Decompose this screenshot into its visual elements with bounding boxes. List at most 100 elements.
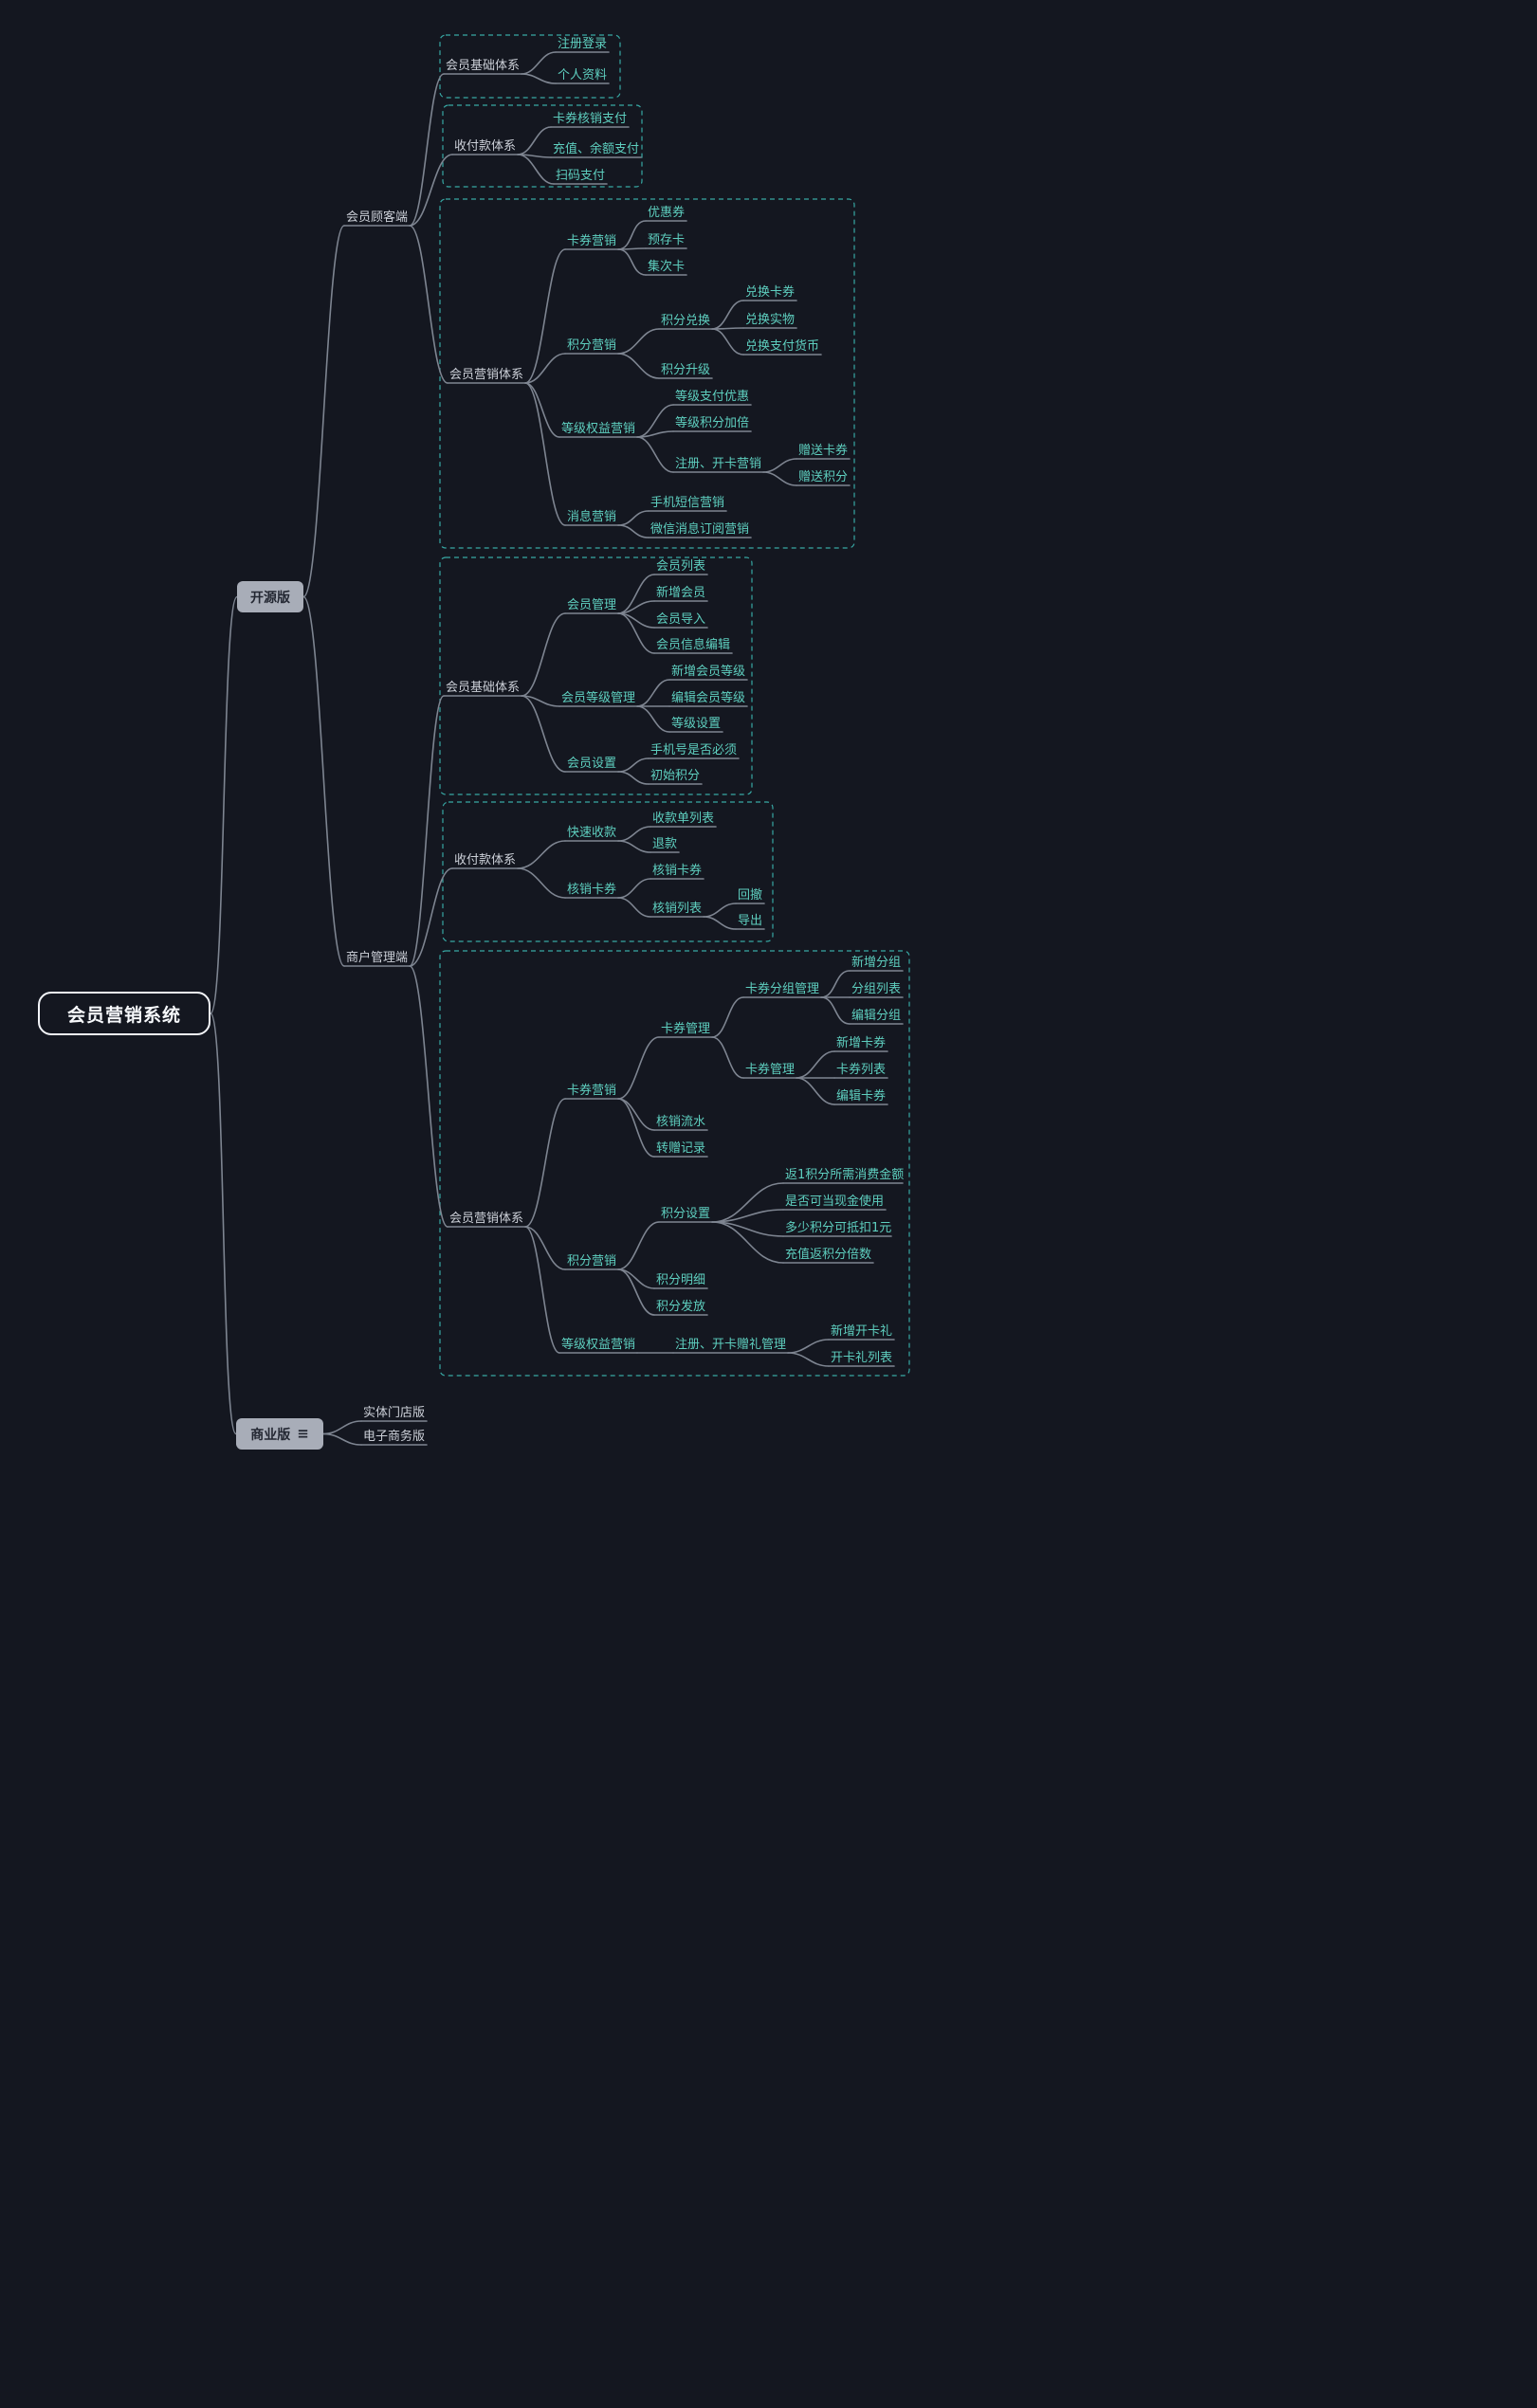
node-biz[interactable]: 商业版 ≡: [236, 1418, 323, 1450]
node-f3a1[interactable]: 新增开卡礼: [831, 1323, 892, 1341]
node-dLabel[interactable]: 会员基础体系: [446, 680, 520, 697]
node-b3[interactable]: 扫码支付: [556, 168, 605, 185]
node-f1a1c[interactable]: 编辑分组: [851, 1008, 901, 1025]
node-f1a2a[interactable]: 新增卡券: [836, 1035, 886, 1052]
node-c1c[interactable]: 集次卡: [648, 259, 685, 276]
node-f1b[interactable]: 核销流水: [656, 1114, 705, 1131]
node-f2b[interactable]: 积分明细: [656, 1272, 705, 1289]
node-c2a3[interactable]: 兑换支付货币: [745, 338, 819, 356]
node-aLabel[interactable]: 会员基础体系: [446, 58, 520, 75]
node-c3b[interactable]: 等级积分加倍: [675, 415, 749, 432]
node-b2[interactable]: 充值、余额支付: [553, 141, 639, 158]
node-d1b[interactable]: 新增会员: [656, 585, 705, 602]
boundary-box[interactable]: [439, 556, 753, 795]
node-c1[interactable]: 卡券营销: [567, 233, 616, 250]
node-e2[interactable]: 核销卡券: [567, 882, 616, 899]
node-f1a1a[interactable]: 新增分组: [851, 955, 901, 972]
node-f1a1b[interactable]: 分组列表: [851, 981, 901, 998]
node-e2b2[interactable]: 导出: [738, 913, 762, 930]
node-root[interactable]: 会员营销系统: [38, 992, 210, 1035]
node-c1a[interactable]: 优惠券: [648, 205, 685, 222]
node-label-f2b: 积分明细: [656, 1273, 706, 1287]
node-c3c1[interactable]: 赠送卡券: [798, 443, 848, 460]
node-label-d3a: 手机号是否必须: [650, 743, 738, 757]
node-label-c3: 等级权益营销: [561, 422, 636, 436]
node-f2a4[interactable]: 充值返积分倍数: [785, 1247, 871, 1264]
node-f3a2[interactable]: 开卡礼列表: [831, 1350, 892, 1367]
node-label-biz: 商业版: [250, 1427, 291, 1443]
node-b1[interactable]: 卡券核销支付: [553, 111, 627, 128]
node-label-c2a2: 兑换实物: [745, 313, 796, 327]
node-d3[interactable]: 会员设置: [567, 756, 616, 773]
node-e1b[interactable]: 退款: [652, 836, 677, 853]
node-f2a[interactable]: 积分设置: [661, 1206, 710, 1223]
node-e1[interactable]: 快速收款: [567, 825, 616, 842]
node-c3c2[interactable]: 赠送积分: [798, 469, 848, 486]
node-customer[interactable]: 会员顾客端: [346, 210, 408, 227]
node-c2b[interactable]: 积分升级: [661, 362, 710, 379]
node-d2[interactable]: 会员等级管理: [561, 690, 635, 707]
node-d2c[interactable]: 等级设置: [671, 716, 721, 733]
node-d3b[interactable]: 初始积分: [650, 768, 700, 785]
node-fLabel[interactable]: 会员营销体系: [449, 1211, 523, 1228]
node-c2[interactable]: 积分营销: [567, 337, 616, 355]
node-d1[interactable]: 会员管理: [567, 597, 616, 614]
node-bz1[interactable]: 实体门店版: [363, 1405, 425, 1422]
node-eLabel[interactable]: 收付款体系: [454, 852, 516, 869]
edge-d2-d2a: [636, 679, 670, 707]
node-f1[interactable]: 卡券营销: [567, 1083, 616, 1100]
boundary-box[interactable]: [442, 104, 643, 188]
node-d1a[interactable]: 会员列表: [656, 558, 705, 575]
node-f2[interactable]: 积分营销: [567, 1253, 616, 1270]
node-c4a[interactable]: 手机短信营销: [650, 495, 724, 512]
edge-c3c-c3c2: [762, 471, 797, 486]
node-f1a1[interactable]: 卡券分组管理: [745, 981, 819, 998]
node-d2a[interactable]: 新增会员等级: [671, 664, 745, 681]
node-c4b[interactable]: 微信消息订阅营销: [650, 521, 749, 538]
node-f1a[interactable]: 卡券管理: [661, 1021, 710, 1038]
edge-cLabel-c2: [524, 353, 566, 384]
node-f3a[interactable]: 注册、开卡赠礼管理: [675, 1337, 786, 1354]
node-f3[interactable]: 等级权益营销: [561, 1337, 635, 1354]
node-c2a2[interactable]: 兑换实物: [745, 312, 795, 329]
node-c3[interactable]: 等级权益营销: [561, 421, 635, 438]
node-f2a1[interactable]: 返1积分所需消费金额: [785, 1167, 904, 1184]
edge-biz-bz2: [322, 1432, 362, 1446]
node-cLabel[interactable]: 会员营销体系: [449, 367, 523, 384]
node-e1a[interactable]: 收款单列表: [652, 811, 714, 828]
node-merchant[interactable]: 商户管理端: [346, 950, 408, 967]
node-d1d[interactable]: 会员信息编辑: [656, 637, 730, 654]
node-d1c[interactable]: 会员导入: [656, 611, 705, 629]
node-c3c[interactable]: 注册、开卡营销: [675, 456, 761, 473]
node-f1a2b[interactable]: 卡券列表: [836, 1062, 886, 1079]
node-f1a2[interactable]: 卡券管理: [745, 1062, 795, 1079]
notes-icon: ≡: [297, 1425, 309, 1442]
node-d2b[interactable]: 编辑会员等级: [671, 690, 745, 707]
boundary-box[interactable]: [439, 950, 910, 1377]
node-d3a[interactable]: 手机号是否必须: [650, 742, 737, 759]
node-f1c[interactable]: 转赠记录: [656, 1140, 705, 1158]
node-c3a[interactable]: 等级支付优惠: [675, 389, 749, 406]
boundary-box[interactable]: [439, 198, 855, 549]
boundary-box[interactable]: [442, 801, 774, 942]
node-label-b2: 充值、余额支付: [553, 142, 640, 156]
node-f1a2c[interactable]: 编辑卡券: [836, 1088, 886, 1105]
node-f2a3[interactable]: 多少积分可抵扣1元: [785, 1220, 891, 1237]
node-f2a2[interactable]: 是否可当现金使用: [785, 1194, 884, 1211]
node-a1[interactable]: 注册登录: [558, 36, 607, 53]
edge-d1-d1d: [617, 612, 655, 654]
node-c1b[interactable]: 预存卡: [648, 232, 685, 249]
node-c2a1[interactable]: 兑换卡券: [745, 284, 795, 301]
edge-root-biz: [210, 1012, 237, 1435]
node-c2a[interactable]: 积分兑换: [661, 313, 710, 330]
node-c4[interactable]: 消息营销: [567, 509, 616, 526]
node-e2b1[interactable]: 回撤: [738, 887, 762, 904]
node-e2b[interactable]: 核销列表: [652, 901, 702, 918]
edge-c2a-c2a3: [711, 328, 744, 356]
node-a2[interactable]: 个人资料: [558, 67, 607, 84]
node-e2a[interactable]: 核销卡券: [652, 863, 702, 880]
node-bz2[interactable]: 电子商务版: [363, 1429, 425, 1446]
node-open[interactable]: 开源版: [237, 581, 303, 612]
node-bLabel[interactable]: 收付款体系: [454, 138, 516, 155]
node-f2c[interactable]: 积分发放: [656, 1299, 705, 1316]
